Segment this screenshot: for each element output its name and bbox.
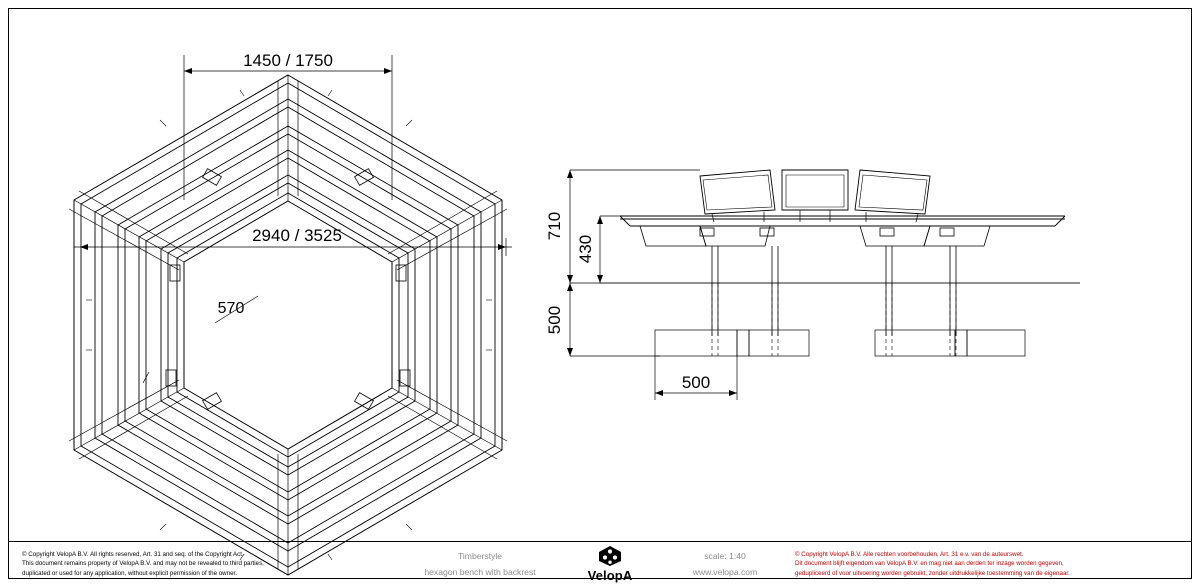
plan-seat-depth-label: 570 [218, 300, 245, 317]
copyright-nl-line2: Dit document blijft eigendom van VelopA … [795, 560, 1064, 568]
elev-foundation-depth-label: 500 [545, 306, 564, 334]
copyright-en-line1: © Copyright VelopA B.V. All rights reser… [22, 550, 244, 558]
elev-foundation-width-label: 500 [682, 373, 710, 392]
brand-logo: VelopA [565, 541, 655, 587]
velopa-hex-dots-logo-icon [599, 546, 621, 566]
plan-top-width-label: 1450 / 1750 [243, 51, 333, 70]
elev-foundation-depth-dimension [567, 283, 660, 357]
website-label: www.velopa.com [692, 567, 758, 577]
drawing-meta: scale: 1:40 www.velopa.com [660, 541, 790, 587]
product-range: Timberstyle [457, 550, 503, 561]
elev-total-height-dimension [567, 169, 1080, 284]
brand-name: VelopA [587, 568, 633, 583]
copyright-notice-dutch: © Copyright VelopA B.V. Alle rechten voo… [795, 541, 1195, 587]
copyright-en-line3: duplicated or used for any application, … [22, 569, 237, 577]
elev-seat-height-dimension [597, 215, 700, 283]
titleblock-separator [8, 541, 1192, 542]
elev-total-height-label: 710 [545, 212, 564, 240]
elev-seat-height-label: 430 [576, 235, 595, 263]
plan-view-geometry [68, 74, 508, 576]
copyright-nl-line1: © Copyright VelopA B.V. Alle rechten voo… [795, 550, 1024, 558]
sheet-border [8, 8, 1192, 579]
elev-foundation-width-dimension [654, 356, 738, 400]
scale-label: scale: 1:40 [704, 550, 746, 561]
plan-overall-width-dimension [73, 238, 512, 256]
copyright-notice-english: © Copyright VelopA B.V. All rights reser… [22, 541, 352, 587]
plan-top-width-dimension [183, 55, 393, 200]
copyright-nl-line3: gedupliceerd of voor uitvoering worden g… [795, 569, 1070, 577]
elevation-view-geometry [600, 169, 1080, 357]
plan-overall-width-label: 2940 / 3525 [252, 226, 342, 245]
copyright-en-line2: This document remains property of VelopA… [22, 560, 264, 568]
product-info: Timberstyle hexagon bench with backrest [400, 541, 560, 587]
product-description: hexagon bench with backrest [424, 567, 536, 577]
